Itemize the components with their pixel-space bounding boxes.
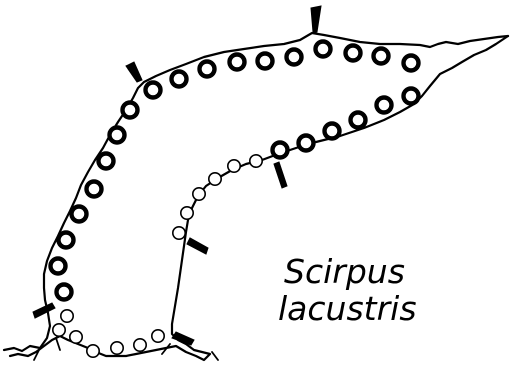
filled-ring [110, 128, 125, 143]
open-circle [209, 173, 221, 185]
outer-shoreline [4, 33, 508, 351]
filled-ring [200, 62, 215, 77]
open-circle [53, 324, 65, 336]
filled-ring [172, 72, 187, 87]
filled-ring [123, 103, 138, 118]
tick-top [311, 6, 321, 32]
filled-ring [404, 89, 419, 104]
species-label-genus: Scirpus [284, 252, 405, 291]
open-circle [228, 160, 240, 172]
filled-ring [146, 83, 161, 98]
filled-ring [346, 46, 361, 61]
inner-shoreline [10, 36, 508, 360]
filled-ring [374, 49, 389, 64]
open-circle-markers [53, 155, 262, 357]
filled-ring [325, 124, 340, 139]
open-circle [152, 330, 164, 342]
filled-ring [377, 98, 392, 113]
tick-upper-left [126, 62, 142, 82]
open-circle [111, 342, 123, 354]
filled-ring [57, 285, 72, 300]
open-circle [250, 155, 262, 167]
open-circle [193, 188, 205, 200]
filled-ring [351, 113, 366, 128]
open-circle [70, 331, 82, 343]
filled-ring [59, 233, 74, 248]
filled-ring [258, 54, 273, 69]
filled-ring [72, 207, 87, 222]
open-circle [181, 207, 193, 219]
filled-ring [287, 50, 302, 65]
filled-ring [299, 136, 314, 151]
filled-ring [87, 182, 102, 197]
tick-inner-mid [187, 238, 208, 254]
filled-ring [316, 42, 331, 57]
species-label-epithet: lacustris [278, 289, 417, 328]
tick-left [33, 303, 55, 318]
open-circle [134, 339, 146, 351]
open-circle [173, 227, 185, 239]
tick-inner-right [274, 162, 287, 188]
open-circle [61, 310, 73, 322]
filled-ring [273, 143, 288, 158]
filled-ring [230, 55, 245, 70]
filled-ring [404, 56, 419, 71]
filled-ring [51, 259, 66, 274]
filled-ring [99, 154, 114, 169]
open-circle [87, 345, 99, 357]
